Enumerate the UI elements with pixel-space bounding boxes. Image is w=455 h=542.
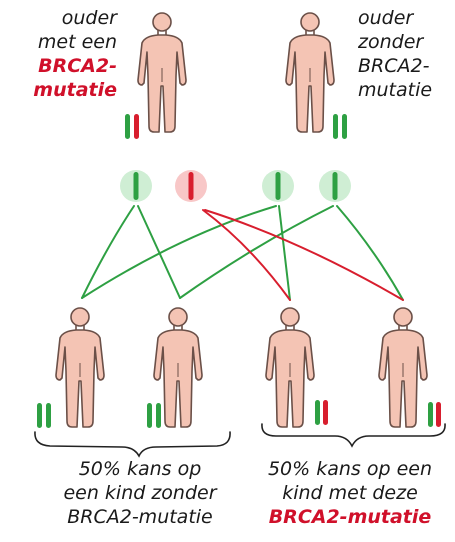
- parent-right-label-line2: zonder: [358, 31, 424, 53]
- parent-left-label-line1: ouder: [61, 7, 117, 29]
- parent-with-mutation-figure: [137, 12, 187, 133]
- parent-right-chromosomes: [333, 114, 347, 139]
- parent-right-label: ouder zonder BRCA2- mutatie: [358, 6, 432, 102]
- child-4-figure: [378, 307, 428, 428]
- parent-left-chromosomes: [125, 114, 139, 139]
- outcome-left-label-line3: BRCA2-mutatie: [67, 506, 213, 528]
- parent-right-label-line3: BRCA2-: [358, 55, 430, 77]
- outcome-left-label-line2: een kind zonder: [63, 482, 217, 504]
- parent-left-label-line2: met een: [37, 31, 117, 53]
- parent-right-label-line1: ouder: [358, 7, 414, 29]
- gamete-red: [175, 170, 207, 202]
- child-1-figure: [55, 307, 105, 428]
- outcome-left-label: 50% kans op een kind zonder BRCA2-mutati…: [20, 457, 260, 529]
- parent-left-label: ouder met een BRCA2- mutatie: [33, 6, 117, 102]
- red-inheritance-lines: [202, 209, 404, 301]
- child-2-chromosomes: [147, 403, 161, 428]
- parent-left-label-highlight2: mutatie: [33, 79, 117, 101]
- child-3-figure: [265, 307, 315, 428]
- outcome-right-label: 50% kans op een kind met deze BRCA2-muta…: [235, 457, 455, 529]
- gamete-green-3: [319, 170, 351, 202]
- child-3-chromosomes: [315, 400, 328, 425]
- brace-right: [261, 423, 446, 448]
- outcome-left-label-line1: 50% kans op: [78, 458, 202, 480]
- parent-right-label-line4: mutatie: [358, 79, 433, 101]
- gamete-green-2: [262, 170, 294, 202]
- outcome-right-label-highlight: BRCA2-mutatie: [268, 506, 432, 528]
- parent-left-label-highlight1: BRCA2-: [38, 55, 117, 77]
- child-2-figure: [153, 307, 203, 428]
- outcome-right-label-line1: 50% kans op een: [267, 458, 433, 480]
- child-4-chromosomes: [428, 402, 441, 427]
- gamete-green-1: [120, 170, 152, 202]
- outcome-right-label-line2: kind met deze: [282, 482, 418, 504]
- brace-left: [34, 431, 231, 458]
- green-inheritance-lines: [81, 205, 404, 301]
- parent-without-mutation-figure: [285, 12, 335, 133]
- child-1-chromosomes: [37, 403, 51, 428]
